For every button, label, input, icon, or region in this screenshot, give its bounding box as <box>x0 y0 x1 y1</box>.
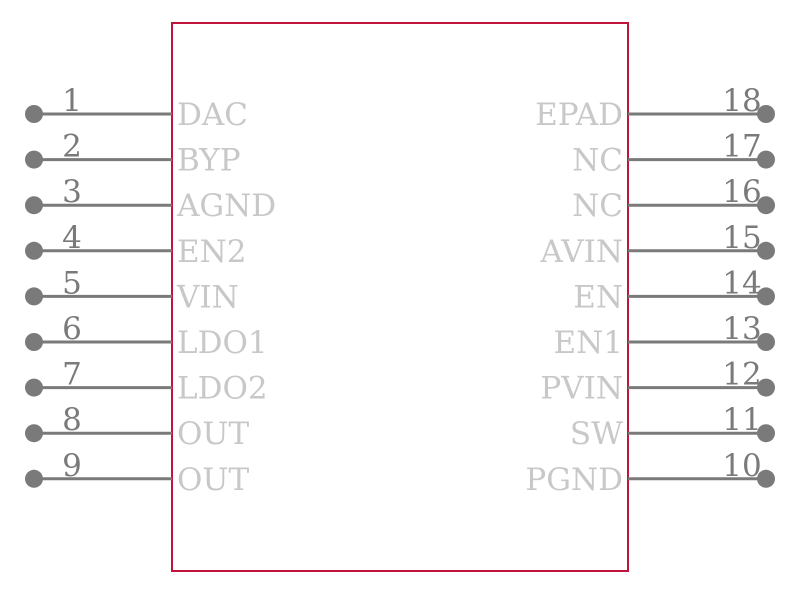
pin-name-label: OUT <box>177 462 250 498</box>
pin-number: 15 <box>722 220 761 256</box>
pin-name-label: OUT <box>177 416 250 452</box>
pin-number: 3 <box>62 174 82 210</box>
pin-8: 8 OUT <box>25 402 250 452</box>
pin-connection-dot <box>757 105 775 123</box>
pin-6: 6 LDO1 <box>25 311 268 361</box>
pin-name-label: NC <box>572 143 623 179</box>
pin-14: 14 EN <box>573 265 775 315</box>
pin-number: 10 <box>722 448 761 484</box>
pin-connection-dot <box>757 287 775 306</box>
pin-number: 6 <box>62 311 82 347</box>
pin-connection-dot <box>25 424 43 443</box>
pin-number: 4 <box>62 220 82 256</box>
pin-16: 16 NC <box>572 174 775 224</box>
pin-18: 18 EPAD <box>535 83 775 133</box>
pin-2: 2 BYP <box>25 129 241 179</box>
pin-number: 2 <box>62 129 82 165</box>
pin-name-label: BYP <box>177 143 241 179</box>
pin-10: 10 PGND <box>525 448 775 498</box>
pin-1: 1 DAC <box>25 83 248 133</box>
pin-name-label: PVIN <box>540 371 623 407</box>
pin-connection-dot <box>757 333 775 351</box>
pin-name-label: EN1 <box>554 325 623 361</box>
pin-17: 17 NC <box>572 129 775 179</box>
pin-name-label: EN2 <box>177 234 246 270</box>
pin-connection-dot <box>757 241 775 260</box>
pin-connection-dot <box>25 241 43 260</box>
pin-name-label: LDO1 <box>177 325 268 361</box>
pin-5: 5 VIN <box>25 265 239 315</box>
pin-connection-dot <box>757 424 775 443</box>
pin-connection-dot <box>25 378 43 397</box>
pin-connection-dot <box>25 105 43 123</box>
pin-number: 18 <box>722 83 761 119</box>
pin-name-label: EPAD <box>535 97 623 133</box>
pin-number: 9 <box>62 448 82 484</box>
pin-number: 1 <box>62 83 82 119</box>
pin-name-label: NC <box>572 188 623 224</box>
pin-number: 12 <box>722 357 761 393</box>
pin-number: 8 <box>62 402 82 438</box>
right-pin-group: 18EPAD17NC16NC15AVIN14EN13EN112PVIN11SW1… <box>525 83 775 498</box>
pin-11: 11 SW <box>570 402 775 452</box>
pin-number: 5 <box>62 265 82 301</box>
pin-connection-dot <box>757 150 775 169</box>
pin-number: 17 <box>722 129 761 165</box>
pin-4: 4 EN2 <box>25 220 246 270</box>
pin-number: 13 <box>722 311 761 347</box>
pin-connection-dot <box>25 150 43 169</box>
pin-connection-dot <box>25 196 43 215</box>
pin-number: 16 <box>722 174 761 210</box>
pin-connection-dot <box>757 378 775 397</box>
pin-connection-dot <box>757 196 775 215</box>
pin-9: 9 OUT <box>25 448 250 498</box>
pin-connection-dot <box>25 287 43 306</box>
pin-name-label: AVIN <box>539 234 623 270</box>
pin-12: 12 PVIN <box>540 357 775 407</box>
pin-number: 11 <box>722 402 761 438</box>
pin-connection-dot <box>757 469 775 488</box>
pin-name-label: PGND <box>525 462 623 498</box>
pin-name-label: AGND <box>176 188 276 224</box>
pin-name-label: DAC <box>177 97 248 133</box>
pin-3: 3 AGND <box>25 174 276 224</box>
pin-name-label: SW <box>570 416 623 452</box>
pin-connection-dot <box>25 333 43 351</box>
pin-connection-dot <box>25 469 43 488</box>
pin-15: 15 AVIN <box>539 220 775 270</box>
pin-13: 13 EN1 <box>554 311 775 361</box>
pin-name-label: LDO2 <box>177 371 268 407</box>
pin-number: 7 <box>62 357 82 393</box>
pin-name-label: VIN <box>176 279 239 315</box>
pin-7: 7 LDO2 <box>25 357 268 407</box>
pin-name-label: EN <box>573 279 623 315</box>
pin-number: 14 <box>722 265 761 301</box>
